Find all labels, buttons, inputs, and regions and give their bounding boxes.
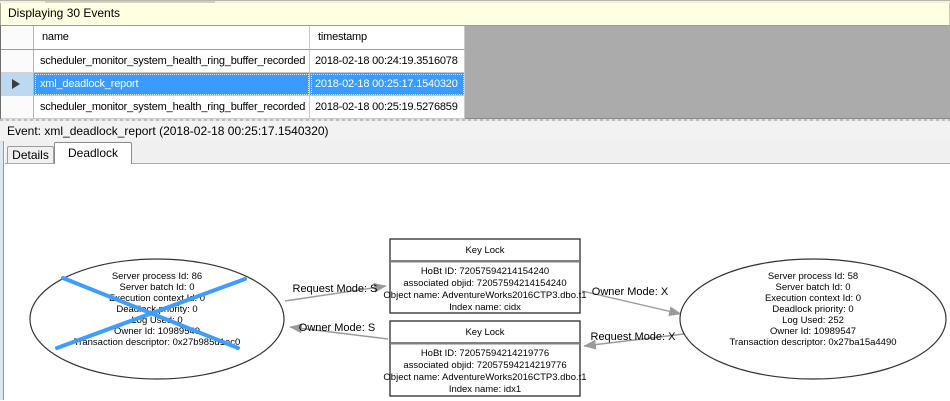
lock-header-separator [391, 260, 579, 263]
process-detail-line: Server process Id: 58 [768, 271, 858, 282]
process-detail-line: Execution context Id: 0 [109, 293, 205, 304]
lock-detail-line: Object name: AdventureWorks2016CTP3.dbo.… [383, 372, 586, 383]
lock-header-separator [391, 342, 579, 345]
event-name-cell: scheduler_monitor_system_health_ring_buf… [34, 96, 310, 119]
victim-cross-icon [55, 276, 247, 350]
tab-details[interactable]: Details [7, 146, 54, 163]
process-detail-line: Log Used: 0 [131, 315, 182, 326]
edge-owner-s-line [289, 323, 389, 340]
events-grid-header-row: name timestamp [1, 26, 465, 50]
edge-label-request-s: Request Mode: S [293, 283, 378, 295]
lock-detail-line: Object name: AdventureWorks2016CTP3.dbo.… [383, 290, 586, 301]
process-detail-line: Deadlock priority: 0 [772, 304, 853, 315]
name-column-header[interactable]: name [34, 26, 310, 50]
process-detail-line: Owner Id: 10989549 [114, 326, 200, 337]
process-detail-line: Server process Id: 86 [112, 271, 202, 282]
edge-request-s-line [284, 282, 387, 302]
event-timestamp-cell: 2018-02-18 00:25:17.1540320 [310, 73, 465, 96]
event-detail-label: Event: xml_deadlock_report (2018-02-18 0… [7, 124, 329, 138]
lock-detail-line: Index name: idx1 [449, 384, 521, 395]
process-detail-line: Transaction descriptor: 0x27b985d1ac0 [74, 337, 241, 348]
tab-deadlock[interactable]: Deadlock [54, 142, 132, 164]
row-marker-cell [1, 73, 34, 96]
events-grid: name timestamp scheduler_monitor_system_… [0, 25, 950, 119]
process-detail-line: Transaction descriptor: 0x27ba15a4490 [729, 337, 896, 348]
lock-title: Key Lock [465, 245, 504, 256]
event-timestamp-cell: 2018-02-18 00:24:19.3516078 [310, 50, 465, 73]
lock-detail-line: HoBt ID: 72057594214154240 [421, 266, 549, 277]
edge-label-owner-s: Owner Mode: S [299, 322, 375, 334]
pane-splitter[interactable] [0, 119, 950, 121]
edge-label-request-x: Request Mode: X [591, 331, 677, 343]
lock-detail-line: associated objid: 72057594214219776 [403, 360, 566, 371]
lock-detail-line: HoBt ID: 72057594214219776 [421, 348, 549, 359]
lock-detail-line: Index name: cidx [449, 302, 521, 313]
lock-detail-line: associated objid: 72057594214154240 [403, 278, 566, 289]
selected-row-marker-icon [12, 79, 20, 89]
row-marker-header-cell [1, 26, 34, 50]
process-detail-line: Execution context Id: 0 [765, 293, 861, 304]
key-lock-node-1[interactable]: Key Lock HoBt ID: 72057594214154240 asso… [383, 238, 587, 314]
edge-label-owner-x: Owner Mode: X [592, 286, 669, 298]
row-marker-cell [1, 50, 34, 73]
event-name-cell: scheduler_monitor_system_health_ring_buf… [34, 50, 310, 73]
process-detail-line: Server batch Id: 0 [776, 282, 851, 293]
table-row-selected[interactable]: xml_deadlock_report 2018-02-18 00:25:17.… [1, 73, 465, 96]
timestamp-column-header[interactable]: timestamp [310, 26, 465, 50]
table-row[interactable]: scheduler_monitor_system_health_ring_buf… [1, 96, 465, 119]
pane-left-edge [0, 141, 4, 400]
deadlock-edges [284, 282, 685, 350]
deadlock-graph-canvas[interactable]: Server process Id: 86 Server batch Id: 0… [0, 164, 950, 401]
window-top-edge [0, 0, 950, 4]
event-detail-bar: Event: xml_deadlock_report (2018-02-18 0… [0, 121, 950, 141]
detail-tab-bar: Details Deadlock [5, 141, 950, 164]
window-top-edge-segment [45, 1, 215, 4]
owner-process-node[interactable]: Server process Id: 58 Server batch Id: 0… [679, 258, 947, 380]
key-lock-node-2[interactable]: Key Lock HoBt ID: 72057594214219776 asso… [383, 320, 587, 397]
table-row[interactable]: scheduler_monitor_system_health_ring_buf… [1, 50, 465, 73]
events-count-header: Displaying 30 Events [0, 3, 950, 25]
lock-title: Key Lock [465, 327, 504, 338]
events-grid-body: name timestamp scheduler_monitor_system_… [1, 26, 465, 119]
event-name-cell: xml_deadlock_report [34, 73, 310, 96]
victim-process-node[interactable]: Server process Id: 86 Server batch Id: 0… [29, 258, 285, 380]
edge-request-x-line [583, 333, 685, 350]
row-marker-cell [1, 96, 34, 119]
deadlock-graph-pane: Server process Id: 86 Server batch Id: 0… [5, 163, 950, 400]
event-timestamp-cell: 2018-02-18 00:25:19.5276859 [310, 96, 465, 119]
events-count-label: Displaying 30 Events [8, 6, 121, 20]
process-detail-line: Owner Id: 10989547 [770, 326, 856, 337]
edge-owner-x-line [581, 290, 682, 317]
process-detail-line: Server batch Id: 0 [120, 282, 195, 293]
process-detail-line: Log Used: 252 [782, 315, 844, 326]
